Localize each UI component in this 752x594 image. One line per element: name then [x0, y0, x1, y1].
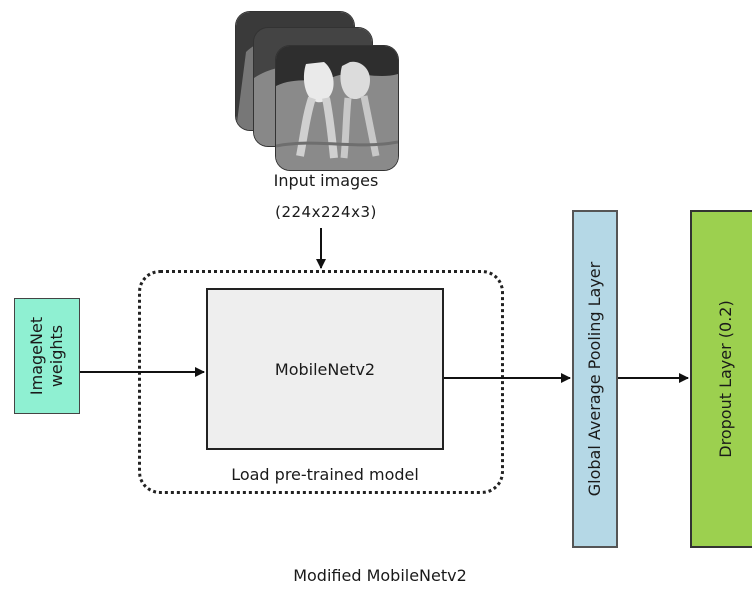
global-average-pooling-layer: Global Average Pooling Layer	[572, 210, 618, 548]
xray-image-front	[276, 46, 398, 170]
mobilenet-label: MobileNetv2	[274, 359, 376, 379]
dropout-layer: Dropout Layer (0.2)	[690, 210, 752, 548]
load-pretrained-label: Load pre-trained model	[231, 465, 419, 484]
input-images-label: Input images	[273, 171, 379, 190]
input-images-stack	[232, 8, 402, 176]
mobilenet-box: MobileNetv2	[206, 288, 444, 450]
diagram-caption: Modified MobileNetv2	[293, 566, 467, 585]
pretrained-model-container	[138, 270, 504, 494]
imagenet-weights-box: ImageNet weights	[14, 298, 80, 414]
input-dimensions-label: (224x224x3)	[275, 203, 377, 221]
